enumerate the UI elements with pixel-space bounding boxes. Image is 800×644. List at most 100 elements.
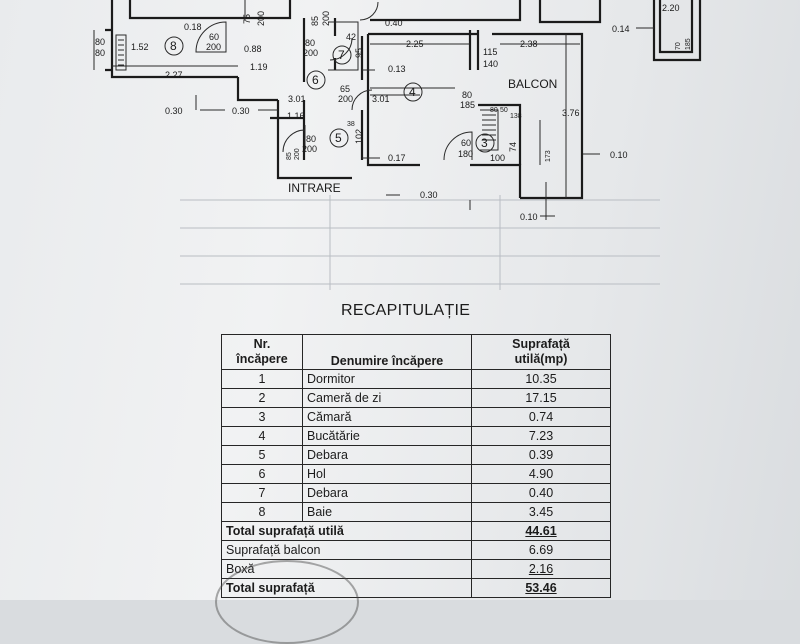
dim-text: 180 (458, 149, 473, 159)
dim-text: 80 (462, 90, 472, 100)
room-area-cell: 3.45 (471, 502, 611, 522)
total-area-label: Total suprafață (221, 578, 472, 598)
dim-text: 2.20 (662, 3, 680, 13)
room-name-cell: Bucătărie (302, 426, 472, 446)
dim-text: 60 (209, 32, 219, 42)
dim-text: 1.52 (131, 42, 149, 52)
underlying-table-lines (180, 195, 660, 290)
dim-text: 3.76 (562, 108, 580, 118)
room-name-cell: Debara (302, 483, 472, 503)
header-text: utilă(mp) (514, 352, 568, 366)
box-row: Boxă 2.16 (221, 559, 611, 579)
table-row: 3 Cămară 0.74 (221, 407, 611, 427)
dim-text: 200 (256, 11, 266, 26)
dim-text: 80 (306, 134, 316, 144)
dim-text: 95 (354, 48, 364, 58)
dim-text: 2.25 (406, 39, 424, 49)
floor-plan: 8 7 6 5 4 3 BALCON INTRARE 0.40 0.18 7 5 … (93, 0, 702, 290)
room-7-number: 7 (338, 48, 345, 62)
table-row: 8 Baie 3.45 (221, 502, 611, 522)
dim-text: 200 (206, 42, 221, 52)
room-area-cell: 4.90 (471, 464, 611, 484)
header-text: Denumire încăpere (330, 354, 444, 368)
table-row: 2 Cameră de zi 17.15 (221, 388, 611, 408)
dim-text: 70 (675, 42, 682, 50)
table-row: 1 Dormitor 10.35 (221, 369, 611, 389)
dim-text: 80 (305, 38, 315, 48)
recap-header-row: Nr. încăpere Denumire încăpere Suprafață… (221, 334, 611, 370)
dim-text: 38 (347, 121, 355, 128)
header-text: Suprafață (512, 337, 570, 351)
dim-text: 200 (302, 144, 317, 154)
dim-text: 0.40 (385, 18, 403, 28)
plan-labels: BALCON INTRARE (288, 77, 557, 195)
dim-text: 74 (508, 142, 518, 152)
header-text: Nr. (253, 337, 271, 351)
dim-text: 2.38 (520, 39, 538, 49)
room-4-number: 4 (409, 85, 416, 99)
dim-text: 3.01 (372, 94, 390, 104)
table-row: 4 Bucătărie 7.23 (221, 426, 611, 446)
total-row: Total suprafață 53.46 (221, 578, 611, 598)
dim-text: 0.10 (520, 212, 538, 222)
balcony-label: BALCON (508, 77, 557, 91)
room-numbers: 8 7 6 5 4 3 (170, 39, 488, 150)
dim-text: 185 (460, 100, 475, 110)
dim-text: 0.17 (388, 153, 406, 163)
room-number-cell: 4 (221, 426, 303, 446)
dimension-lines (93, 0, 654, 220)
dim-text: 50 (500, 107, 508, 114)
total-useful-row: Total suprafață utilă 44.61 (221, 521, 611, 541)
box-area-label: Boxă (221, 559, 472, 579)
room-number-cell: 7 (221, 483, 303, 503)
balcony-area-label: Suprafață balcon (221, 540, 472, 560)
room-3-number: 3 (481, 136, 488, 150)
dim-text: 200 (321, 11, 331, 26)
dimension-texts: 0.40 0.18 7 5 200 85 200 80 80 1.52 60 20… (95, 3, 692, 222)
dim-text: 60 (461, 138, 471, 148)
dim-text: 0.18 (184, 22, 202, 32)
dim-text: 200 (338, 94, 353, 104)
room-area-cell: 10.35 (471, 369, 611, 389)
header-text: încăpere (236, 352, 288, 366)
dim-text: 65 (340, 84, 350, 94)
room-number-cell: 8 (221, 502, 303, 522)
dim-text: 3.01 (288, 94, 306, 104)
table-row: 7 Debara 0.40 (221, 483, 611, 503)
door-swings (195, 1, 473, 161)
dim-text: 200 (294, 148, 301, 160)
dim-text: 102 (354, 129, 364, 144)
dim-text: 80 (95, 48, 105, 58)
room-6-number: 6 (312, 73, 319, 87)
dim-text: 85 (286, 152, 293, 160)
balcony-row: Suprafață balcon 6.69 (221, 540, 611, 560)
room-area-cell: 17.15 (471, 388, 611, 408)
room-name-cell: Hol (302, 464, 472, 484)
room-number-cell: 6 (221, 464, 303, 484)
dim-text: 80 (95, 37, 105, 47)
dim-text: 0.30 (165, 106, 183, 116)
room-area-cell: 7.23 (471, 426, 611, 446)
room-area-cell: 0.39 (471, 445, 611, 465)
dim-text: 200 (303, 48, 318, 58)
box-area-value: 2.16 (471, 559, 611, 579)
header-area: Suprafață utilă(mp) (471, 334, 611, 370)
dim-text: 0.14 (612, 24, 630, 34)
dim-text: 0.30 (420, 190, 438, 200)
room-8-number: 8 (170, 39, 177, 53)
entrance-label: INTRARE (288, 181, 341, 195)
dim-text: 0.88 (244, 44, 262, 54)
dim-text: 85 (310, 16, 320, 26)
room-name-cell: Cameră de zi (302, 388, 472, 408)
table-row: 6 Hol 4.90 (221, 464, 611, 484)
room-name-cell: Baie (302, 502, 472, 522)
room-name-cell: Dormitor (302, 369, 472, 389)
dim-text: 1.16 (287, 111, 305, 121)
dim-text: 0.10 (610, 150, 628, 160)
room-5-number: 5 (335, 131, 342, 145)
balcony-area-value: 6.69 (471, 540, 611, 560)
dim-text: 1.19 (250, 62, 268, 72)
dim-text: 2.27 (165, 70, 183, 80)
room-number-cell: 2 (221, 388, 303, 408)
